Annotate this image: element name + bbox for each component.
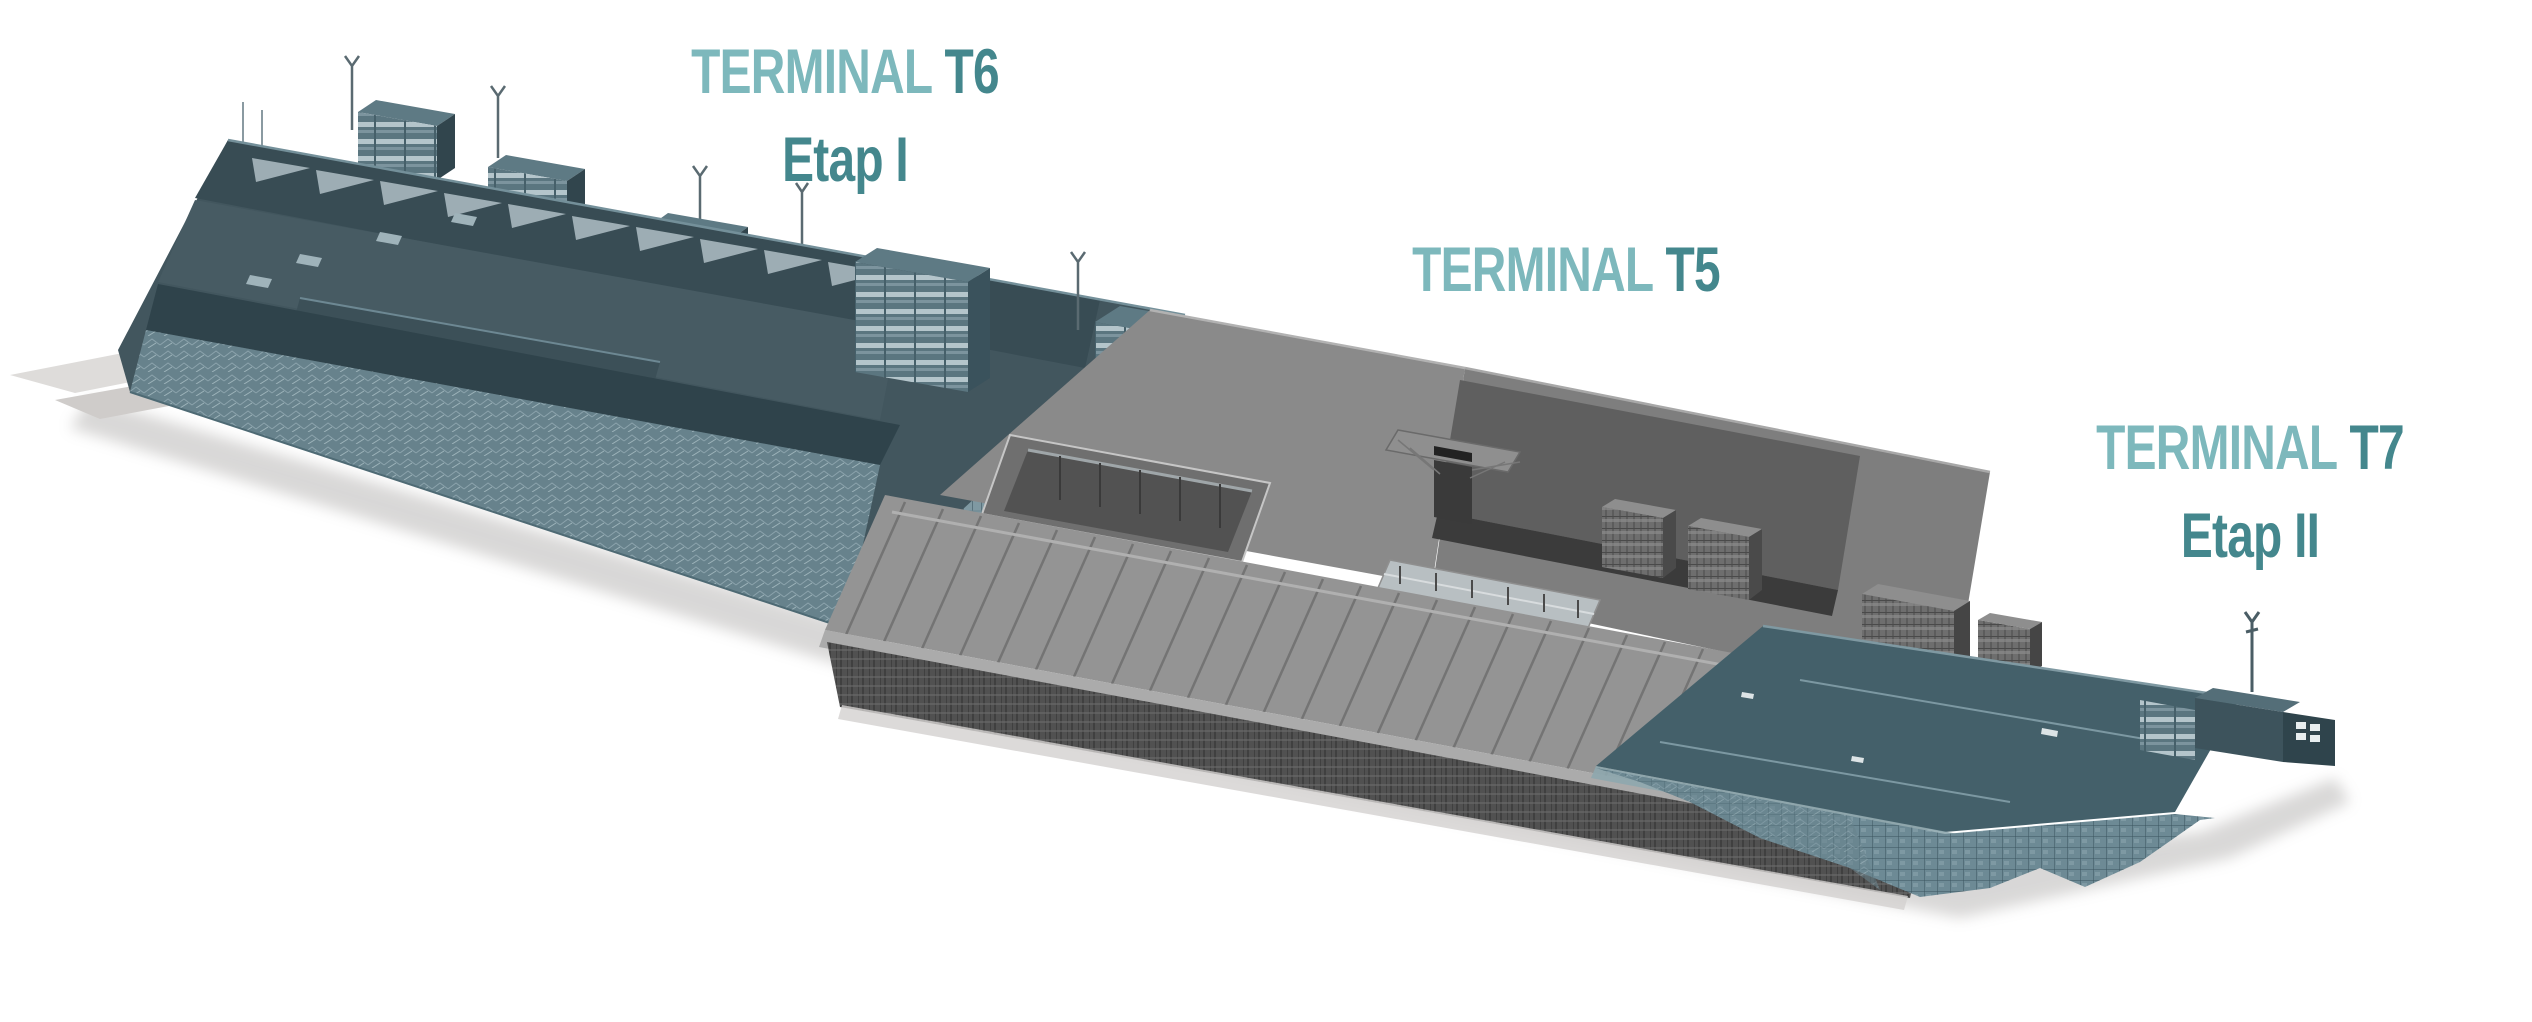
t7-end-block bbox=[2195, 688, 2335, 766]
light-mast-icon bbox=[1069, 251, 1087, 330]
terminal-t7-model bbox=[1591, 584, 2335, 897]
light-mast-icon bbox=[343, 55, 810, 254]
label-t5-code: T5 bbox=[1665, 235, 1721, 305]
label-t6-terminal: TERMINAL bbox=[691, 37, 933, 107]
t6-back-parapet bbox=[227, 138, 1186, 317]
t6-fascia bbox=[146, 284, 900, 465]
t7-main-roof bbox=[1596, 626, 2240, 832]
light-mast-icon bbox=[2243, 611, 2261, 692]
t7-connector bbox=[2140, 700, 2195, 760]
roof-hatch bbox=[1741, 692, 2058, 763]
label-t7-code: T7 bbox=[2349, 413, 2405, 483]
label-t5-terminal: TERMINAL bbox=[1412, 235, 1654, 305]
label-t6-code: T6 bbox=[944, 37, 1000, 107]
t5-funnel-tower bbox=[1384, 429, 1522, 524]
t6-glass-facade bbox=[130, 330, 880, 628]
t5-ground-slab bbox=[838, 705, 1908, 910]
t5-lattice-facade bbox=[827, 642, 1921, 898]
label-t7-stage: Etap II bbox=[2180, 501, 2320, 571]
t5-roof-tower bbox=[1602, 499, 1762, 600]
label-t6-stage: Etap I bbox=[782, 125, 909, 195]
t6-mid-roof bbox=[158, 200, 898, 420]
label-t7-terminal: TERMINAL bbox=[2096, 413, 2338, 483]
antenna-icon bbox=[242, 102, 263, 148]
t7-roof-seams bbox=[1659, 679, 2181, 803]
roof-hatch bbox=[246, 213, 477, 288]
end-block-windows bbox=[2296, 722, 2320, 742]
t7-back-parapet bbox=[1762, 624, 2241, 700]
